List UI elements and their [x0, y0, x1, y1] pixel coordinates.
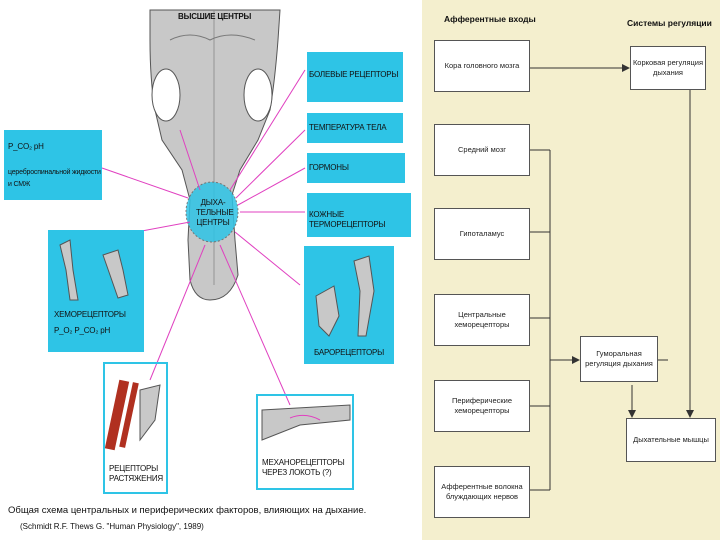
- csf-line2: цереброспинальной жидкости: [8, 169, 101, 176]
- input-box-cortex: Кора головного мозга: [434, 40, 530, 92]
- physiology-figure: БОЛЕВЫЕ РЕЦЕПТОРЫ ТЕМПЕРАТУРА ТЕЛА ГОРМО…: [4, 9, 411, 531]
- panel-divider: [414, 0, 422, 540]
- respiratory-center-label: ДЫХА- ТЕЛЬНЫЕ ЦЕНТРЫ: [196, 198, 234, 228]
- pain-receptors-box: БОЛЕВЫЕ РЕЦЕПТОРЫ: [307, 52, 403, 102]
- stretch-receptors-box: РЕЦЕПТОРЫ РАСТЯЖЕНИЯ: [103, 362, 168, 494]
- csf-line1: P_CO₂ pH: [8, 142, 44, 151]
- higher-centers-label: ВЫСШИЕ ЦЕНТРЫ: [178, 12, 252, 21]
- baroreceptor-sketch: [315, 255, 375, 337]
- humoral-regulation-box: Гуморальная регуляция дыхания: [580, 336, 658, 382]
- skin-thermoreceptors-box: КОЖНЫЕ ТЕРМОРЕЦЕПТОРЫ: [307, 193, 411, 237]
- csf-box: P_CO₂ pH цереброспинальной жидкости и СМ…: [4, 130, 102, 200]
- mechanoreceptors-label: МЕХАНОРЕЦЕПТОРЫ ЧЕРЕЗ ЛОКОТЬ (?): [262, 458, 345, 477]
- body-temp-label: ТЕМПЕРАТУРА ТЕЛА: [309, 123, 387, 132]
- chemoreceptors-title: ХЕМОРЕЦЕПТОРЫ: [54, 310, 126, 319]
- chemoreceptors-params: P_O₂ P_CO₂ pH: [54, 326, 111, 335]
- hormones-box: ГОРМОНЫ: [307, 153, 405, 183]
- input-box-peripheral-chemoreceptors: Периферические хеморецепторы: [434, 380, 530, 432]
- mechanoreceptors-box: МЕХАНОРЕЦЕПТОРЫ ЧЕРЕЗ ЛОКОТЬ (?): [256, 394, 354, 490]
- skin-thermoreceptors-label: КОЖНЫЕ ТЕРМОРЕЦЕПТОРЫ: [309, 210, 386, 229]
- respiratory-center-line3: ЦЕНТРЫ: [196, 218, 230, 227]
- figure-source: (Schmidt R.F. Thews G. "Human Physiology…: [20, 522, 204, 531]
- cortical-regulation-box: Корковая регуляция дыхания: [630, 46, 706, 90]
- hormones-label: ГОРМОНЫ: [309, 163, 349, 172]
- respiratory-center-line1: ДЫХА-: [200, 198, 226, 207]
- pain-receptors-label: БОЛЕВЫЕ РЕЦЕПТОРЫ: [309, 70, 399, 79]
- csf-line3: и СМЖ: [8, 181, 31, 188]
- respiratory-center-line2: ТЕЛЬНЫЕ: [196, 208, 234, 217]
- input-box-hypothalamus: Гипоталамус: [434, 208, 530, 260]
- input-box-midbrain: Средний мозг: [434, 124, 530, 176]
- afferent-inputs-header: Афферентные входы: [444, 14, 536, 24]
- baroreceptors-label: БАРОРЕЦЕПТОРЫ: [314, 348, 385, 357]
- stretch-receptors-label: РЕЦЕПТОРЫ РАСТЯЖЕНИЯ: [109, 464, 163, 483]
- chemoreceptor-sketch: [59, 239, 129, 301]
- regulation-arrows: [528, 64, 694, 491]
- chemoreceptors-box: ХЕМОРЕЦЕПТОРЫ P_O₂ P_CO₂ pH: [48, 230, 144, 352]
- brainstem-illustration: [101, 9, 351, 451]
- regulation-diagram: Афферентные входы Системы регуляции Кора…: [422, 0, 720, 540]
- input-box-vagus-afferents: Афферентные волокна блуждающих нервов: [434, 466, 530, 518]
- baroreceptors-box: БАРОРЕЦЕПТОРЫ: [304, 246, 394, 364]
- body-temp-box: ТЕМПЕРАТУРА ТЕЛА: [307, 113, 403, 143]
- input-box-central-chemoreceptors: Центральные хеморецепторы: [434, 294, 530, 346]
- regulation-systems-header: Системы регуляции: [627, 18, 712, 28]
- respiratory-muscles-box: Дыхательные мышцы: [626, 418, 716, 462]
- figure-caption: Общая схема центральных и периферических…: [8, 505, 367, 516]
